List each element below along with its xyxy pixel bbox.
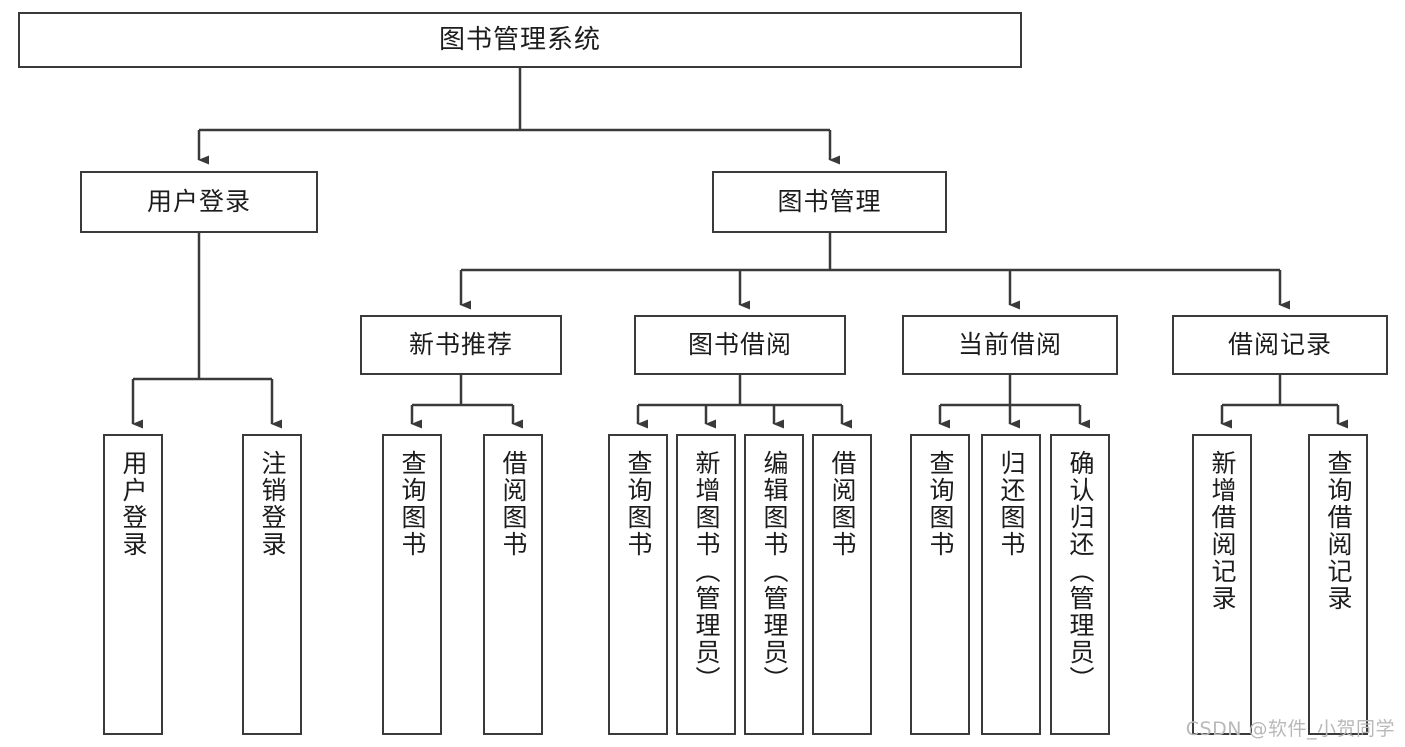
node-label: 用户登录 — [119, 450, 148, 558]
node-label: 确认归还（管理员） — [1066, 450, 1095, 693]
node-label: 编辑图书（管理员） — [760, 450, 789, 693]
node-leaf-borrow-book-1[interactable]: 借阅图书 — [483, 434, 543, 735]
node-label: 图书管理 — [777, 187, 882, 217]
node-book-management[interactable]: 图书管理 — [712, 171, 947, 233]
node-book-borrow[interactable]: 图书借阅 — [634, 315, 846, 375]
node-label: 新增图书（管理员） — [692, 450, 721, 693]
node-leaf-query-record[interactable]: 查询借阅记录 — [1308, 434, 1368, 735]
node-label: 借阅图书 — [828, 450, 857, 558]
node-leaf-return-book[interactable]: 归还图书 — [981, 434, 1041, 735]
node-leaf-edit-book[interactable]: 编辑图书（管理员） — [744, 434, 804, 735]
node-label: 借阅记录 — [1227, 330, 1332, 360]
node-user-login[interactable]: 用户登录 — [80, 171, 318, 233]
node-leaf-borrow-book-2[interactable]: 借阅图书 — [812, 434, 872, 735]
node-label: 查询图书 — [398, 450, 427, 558]
node-leaf-add-record[interactable]: 新增借阅记录 — [1192, 434, 1252, 735]
node-borrow-record[interactable]: 借阅记录 — [1172, 315, 1388, 375]
node-leaf-confirm-return[interactable]: 确认归还（管理员） — [1050, 434, 1110, 735]
node-label: 图书借阅 — [687, 330, 792, 360]
node-label: 查询图书 — [624, 450, 653, 558]
node-root-book-management-system[interactable]: 图书管理系统 — [18, 12, 1022, 68]
node-label: 归还图书 — [997, 450, 1026, 558]
node-label: 查询图书 — [926, 450, 955, 558]
node-leaf-add-book[interactable]: 新增图书（管理员） — [676, 434, 736, 735]
node-leaf-query-book-2[interactable]: 查询图书 — [608, 434, 668, 735]
node-current-borrow[interactable]: 当前借阅 — [902, 315, 1118, 375]
node-label: 当前借阅 — [957, 330, 1062, 360]
node-label: 图书管理系统 — [438, 24, 601, 55]
node-new-book-recommend[interactable]: 新书推荐 — [360, 315, 562, 375]
node-leaf-user-logout[interactable]: 注销登录 — [242, 434, 302, 735]
node-label: 新书推荐 — [408, 330, 513, 360]
node-leaf-user-login[interactable]: 用户登录 — [103, 434, 163, 735]
node-leaf-query-book-1[interactable]: 查询图书 — [382, 434, 442, 735]
node-label: 注销登录 — [258, 450, 287, 558]
node-label: 借阅图书 — [499, 450, 528, 558]
csdn-watermark: CSDN @软件_小贺同学 — [1185, 718, 1395, 740]
node-label: 查询借阅记录 — [1324, 450, 1353, 612]
node-leaf-query-book-3[interactable]: 查询图书 — [910, 434, 970, 735]
node-label: 用户登录 — [146, 187, 251, 217]
node-label: 新增借阅记录 — [1208, 450, 1237, 612]
